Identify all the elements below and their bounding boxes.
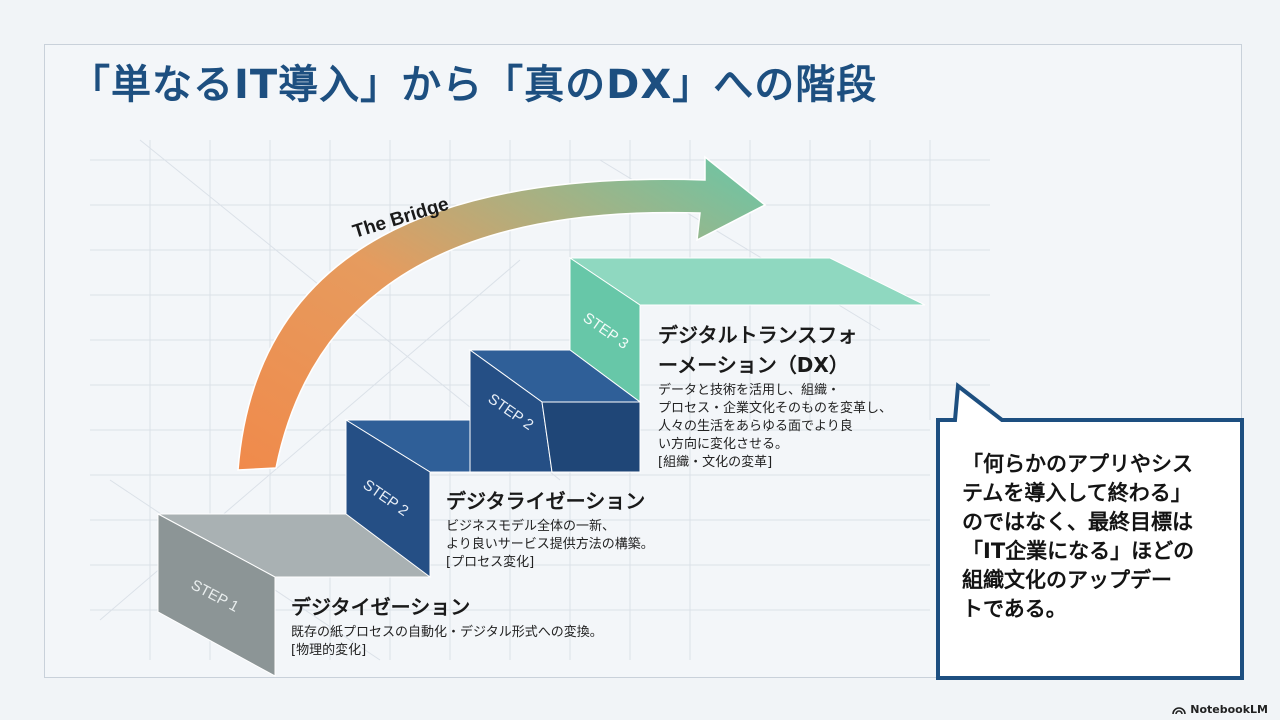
step3-title-line2: ーメーション（DX） xyxy=(658,353,849,377)
notebooklm-logo-icon xyxy=(1172,706,1187,714)
callout-line4: 「IT企業になる」ほどの xyxy=(962,539,1195,563)
callout-text: 「何らかのアプリやシス テムを導入して終わる」 のではなく、最終目標は 「IT企… xyxy=(962,450,1228,624)
brand-label: NotebookLM xyxy=(1190,703,1268,716)
bridge-arrow-icon xyxy=(237,155,767,471)
callout-line3: のではなく、最終目標は xyxy=(962,510,1193,534)
step1-description: 既存の紙プロセスの自動化・デジタル形式への変換。 [物理的変化] xyxy=(291,624,603,660)
callout-bubble xyxy=(936,382,1244,680)
step3-tag: [組織・文化の変革] xyxy=(658,455,773,470)
step3-title: デジタルトランスフォ ーメーション（DX） xyxy=(658,320,857,380)
step3-title-line1: デジタルトランスフォ xyxy=(658,323,858,347)
callout-line2: テムを導入して終わる」 xyxy=(962,481,1192,505)
step1-title: デジタイゼーション xyxy=(291,595,471,619)
step2-description: ビジネスモデル全体の一新、 より良いサービス提供方法の構築。 [プロセス変化] xyxy=(446,518,654,572)
step3-desc-line4: い方向に変化させる。 xyxy=(658,437,789,452)
callout-line6: トである。 xyxy=(962,597,1067,621)
step2-desc-line2: より良いサービス提供方法の構築。 xyxy=(446,537,654,552)
step2-desc-line1: ビジネスモデル全体の一新、 xyxy=(446,519,616,534)
page-title: 「単なるIT導入」から「真のDX」への階段 xyxy=(70,62,878,108)
callout-line5: 組織文化のアップデー xyxy=(962,568,1172,592)
step3-description: データと技術を活用し、組織・ プロセス・企業文化そのものを変革し、 人々の生活を… xyxy=(658,382,892,472)
step3-block xyxy=(568,257,926,403)
step1-block xyxy=(157,513,432,677)
step1-desc-line1: 既存の紙プロセスの自動化・デジタル形式への変換。 xyxy=(291,625,603,640)
brand-watermark: NotebookLM xyxy=(1172,703,1268,716)
step2-tag: [プロセス変化] xyxy=(446,555,535,570)
step2-title: デジタライゼーション xyxy=(446,489,646,513)
step3-desc-line3: 人々の生活をあらゆる面でより良 xyxy=(658,419,853,434)
step3-desc-line1: データと技術を活用し、組織・ xyxy=(658,383,841,398)
callout-line1: 「何らかのアプリやシス xyxy=(962,452,1193,476)
step3-desc-line2: プロセス・企業文化そのものを変革し、 xyxy=(658,401,893,416)
step1-tag: [物理的変化] xyxy=(291,643,367,658)
